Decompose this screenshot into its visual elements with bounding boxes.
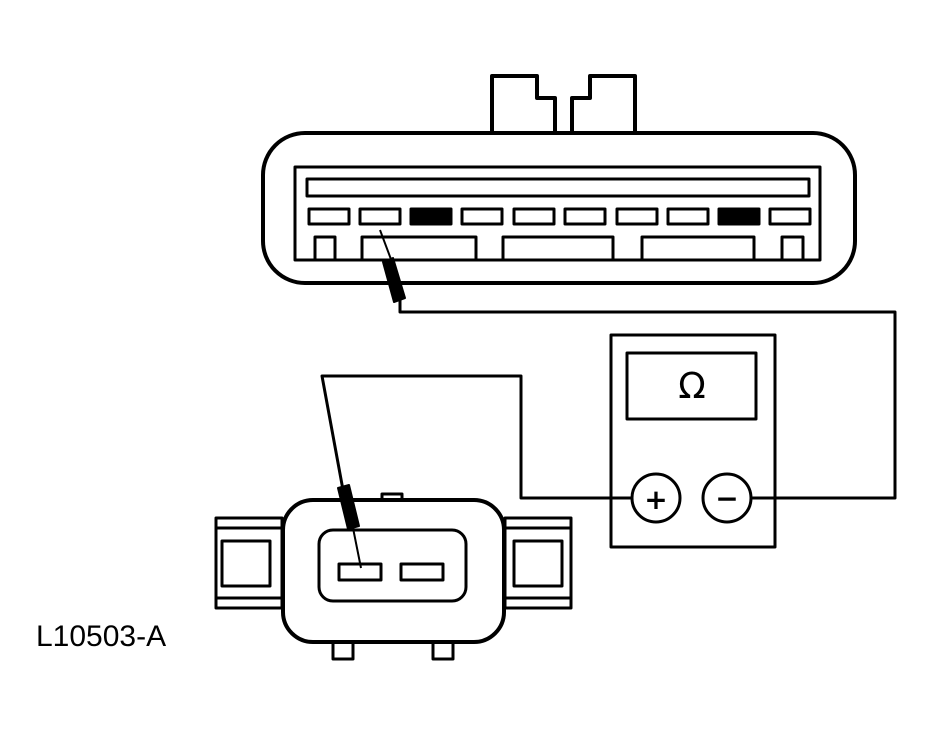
connector-pin: [563, 207, 607, 226]
connector-key: [313, 235, 337, 262]
connector-key: [501, 235, 615, 262]
multi-pin-connector: [261, 74, 857, 285]
negative-lead: [398, 297, 897, 500]
connector-key: [360, 235, 478, 262]
connector-pin-filled: [409, 207, 453, 226]
ohmmeter: [609, 333, 777, 549]
connector-top-slot: [305, 177, 811, 198]
connector-terminal: [399, 562, 445, 582]
connector-key: [640, 235, 756, 262]
probe-lower: [337, 484, 362, 569]
ohmmeter-display: [625, 351, 758, 421]
connector-side-lock-left: [220, 539, 272, 588]
figure-id-label: L10503-A: [36, 620, 167, 653]
connector-pin: [512, 207, 556, 226]
connector-pin-filled: [717, 207, 761, 226]
test-leads: [320, 297, 897, 500]
connector-pin: [307, 207, 351, 226]
ohm-symbol: Ω: [678, 366, 706, 407]
connector-pin: [615, 207, 659, 226]
two-pin-connector: [214, 492, 573, 661]
connector-latch-right: [570, 74, 637, 133]
connector-pin: [358, 207, 402, 226]
connector-pin: [768, 207, 812, 226]
positive-terminal-label: +: [644, 483, 667, 516]
negative-terminal-label: −: [715, 482, 738, 515]
connector-pin: [460, 207, 504, 226]
connector-latch-left: [490, 74, 557, 133]
connector-side-lock-right: [512, 539, 564, 588]
connector-key: [780, 235, 805, 262]
connector-inner-face: [317, 528, 468, 603]
connector-pin: [666, 207, 710, 226]
probe-upper: [379, 229, 406, 303]
positive-lead: [320, 374, 632, 500]
